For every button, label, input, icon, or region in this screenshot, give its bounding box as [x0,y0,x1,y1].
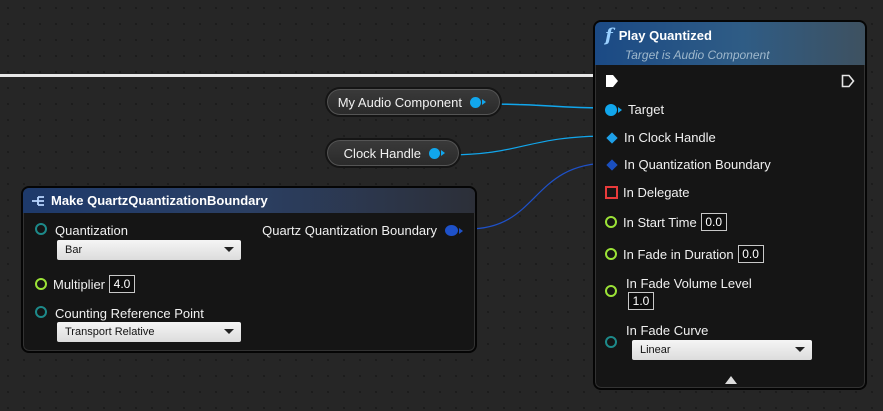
quantization-dropdown[interactable]: Bar [57,240,241,260]
function-icon: f [605,25,613,46]
target-input-pin[interactable] [605,103,617,116]
pin-arrow-icon [459,227,463,234]
make-quartz-quantization-boundary-node[interactable]: Make QuartzQuantizationBoundary Quantiza… [21,186,477,353]
quantization-input-pin[interactable] [35,223,47,235]
node-subtitle: Target is Audio Component [625,48,770,62]
node-title: Make QuartzQuantizationBoundary [51,193,268,208]
my-audio-component-node[interactable]: My Audio Component [325,87,502,117]
delegate-input-pin[interactable] [605,186,618,199]
counting-reference-label: Counting Reference Point [55,306,204,321]
in-delegate-label: In Delegate [623,185,690,200]
multiplier-label: Multiplier [53,276,106,292]
boundary-output-label: Quartz Quantization Boundary [262,223,437,238]
clock-handle-label: Clock Handle [343,145,421,161]
fade-volume-level-input-pin[interactable] [605,285,617,297]
multiplier-field[interactable]: 4.0 [109,275,136,293]
quantization-value: Bar [65,244,83,256]
target-label: Target [628,102,665,117]
wire-clock-handle-to-in-clock-handle [444,135,611,156]
collapse-arrow-icon[interactable] [725,376,737,384]
chevron-down-icon [224,329,234,334]
in-clock-handle-label: In Clock Handle [624,130,716,145]
wire-boundary-to-in-boundary [467,162,611,230]
counting-reference-input-pin[interactable] [35,306,47,318]
chevron-down-icon [795,347,805,352]
fade-curve-value: Linear [640,344,671,356]
play-quantized-node[interactable]: f Play Quantized Target is Audio Compone… [593,20,867,390]
node-header[interactable]: f Play Quantized Target is Audio Compone… [595,22,865,65]
node-header[interactable]: Make QuartzQuantizationBoundary [23,188,475,213]
audio-component-output-pin[interactable] [470,96,481,108]
clock-handle-output-pin[interactable] [429,147,440,159]
clock-handle-input-pin[interactable] [606,131,618,144]
counting-reference-dropdown[interactable]: Transport Relative [57,322,241,342]
in-start-time-label: In Start Time [623,214,697,230]
exec-input-pin[interactable] [605,74,619,88]
multiplier-input-pin[interactable] [35,278,47,290]
in-fade-curve-label: In Fade Curve [626,323,709,338]
quantization-label: Quantization [55,223,128,238]
chevron-down-icon [224,247,234,252]
my-audio-component-label: My Audio Component [337,94,462,110]
start-time-input-pin[interactable] [605,216,617,228]
quantization-boundary-input-pin[interactable] [606,158,618,171]
pin-arrow-icon [482,99,486,105]
in-fade-in-duration-label: In Fade in Duration [623,246,734,262]
start-time-field[interactable]: 0.0 [700,213,727,231]
fade-in-duration-field[interactable]: 0.0 [737,245,764,263]
pin-arrow-icon [618,106,622,113]
in-fade-volume-level-label: In Fade Volume Level [626,276,752,291]
boundary-output-pin[interactable] [445,225,458,236]
exec-wire [0,74,605,77]
fade-in-duration-input-pin[interactable] [605,248,617,260]
fade-curve-dropdown[interactable]: Linear [632,340,812,360]
wire-audio-component-to-target [487,103,611,109]
fade-volume-level-field[interactable]: 1.0 [628,292,654,310]
exec-output-pin[interactable] [841,74,855,88]
fade-curve-input-pin[interactable] [605,336,617,348]
pin-arrow-icon [441,150,445,156]
node-title: Play Quantized [618,28,712,43]
in-quantization-boundary-label: In Quantization Boundary [624,157,771,172]
make-struct-icon [32,195,44,206]
clock-handle-node[interactable]: Clock Handle [325,138,461,168]
counting-reference-value: Transport Relative [65,326,155,338]
